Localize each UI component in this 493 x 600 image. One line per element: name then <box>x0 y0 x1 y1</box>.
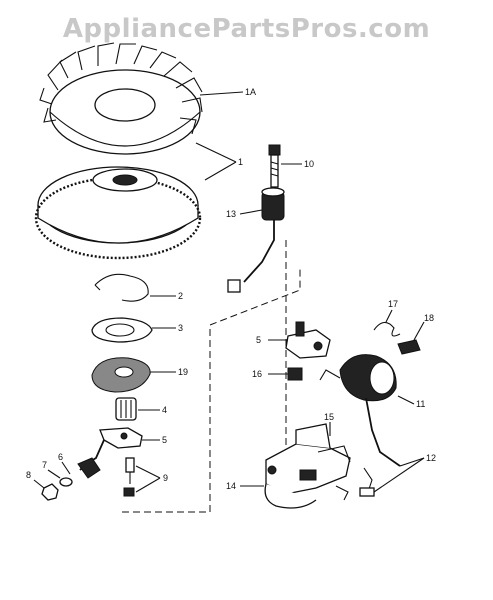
part-5-breaker-lower <box>79 427 143 471</box>
part-5-bracket-upper <box>285 321 331 359</box>
callout-5-upper: 5 <box>256 335 261 345</box>
part-3-gasket <box>91 317 153 343</box>
site-watermark: AppliancePartsPros.com <box>62 14 431 44</box>
lead-terminal <box>359 487 375 497</box>
part-11-condenser <box>319 354 401 467</box>
part-6-terminal <box>77 457 101 479</box>
callout-2: 2 <box>178 291 183 301</box>
part-16-block <box>287 367 303 381</box>
callout-15: 15 <box>324 412 334 422</box>
part-18-tab <box>397 339 421 355</box>
callout-3: 3 <box>178 323 183 333</box>
callout-9: 9 <box>163 473 168 483</box>
assembly-guide-left <box>122 268 301 513</box>
callout-1a: 1A <box>245 87 256 97</box>
part-8-nut <box>41 483 59 501</box>
part-7-washer <box>59 477 73 487</box>
callout-18: 18 <box>424 313 434 323</box>
part-19-plate <box>91 357 151 393</box>
part-17-clip <box>373 321 401 337</box>
callout-13: 13 <box>226 209 236 219</box>
callout-16: 16 <box>252 369 262 379</box>
callout-6: 6 <box>58 452 63 462</box>
callout-17: 17 <box>388 299 398 309</box>
callout-19: 19 <box>178 367 188 377</box>
part-4-cam <box>115 397 137 421</box>
part-10-bolt <box>268 144 281 188</box>
callout-1: 1 <box>238 157 243 167</box>
callout-11: 11 <box>416 399 425 409</box>
part-2-clip <box>94 273 149 302</box>
callout-12: 12 <box>426 453 436 463</box>
callout-14: 14 <box>226 481 236 491</box>
part-13-coil <box>227 187 285 293</box>
part-15-breaker-plate <box>264 423 351 509</box>
callout-5-lower: 5 <box>162 435 167 445</box>
callout-10: 10 <box>304 159 314 169</box>
flywheel-fan <box>39 42 203 155</box>
flywheel-base <box>34 166 202 260</box>
callout-4: 4 <box>162 405 167 415</box>
callout-7: 7 <box>42 460 47 470</box>
callout-8: 8 <box>26 470 31 480</box>
part-9-screws <box>123 457 135 497</box>
